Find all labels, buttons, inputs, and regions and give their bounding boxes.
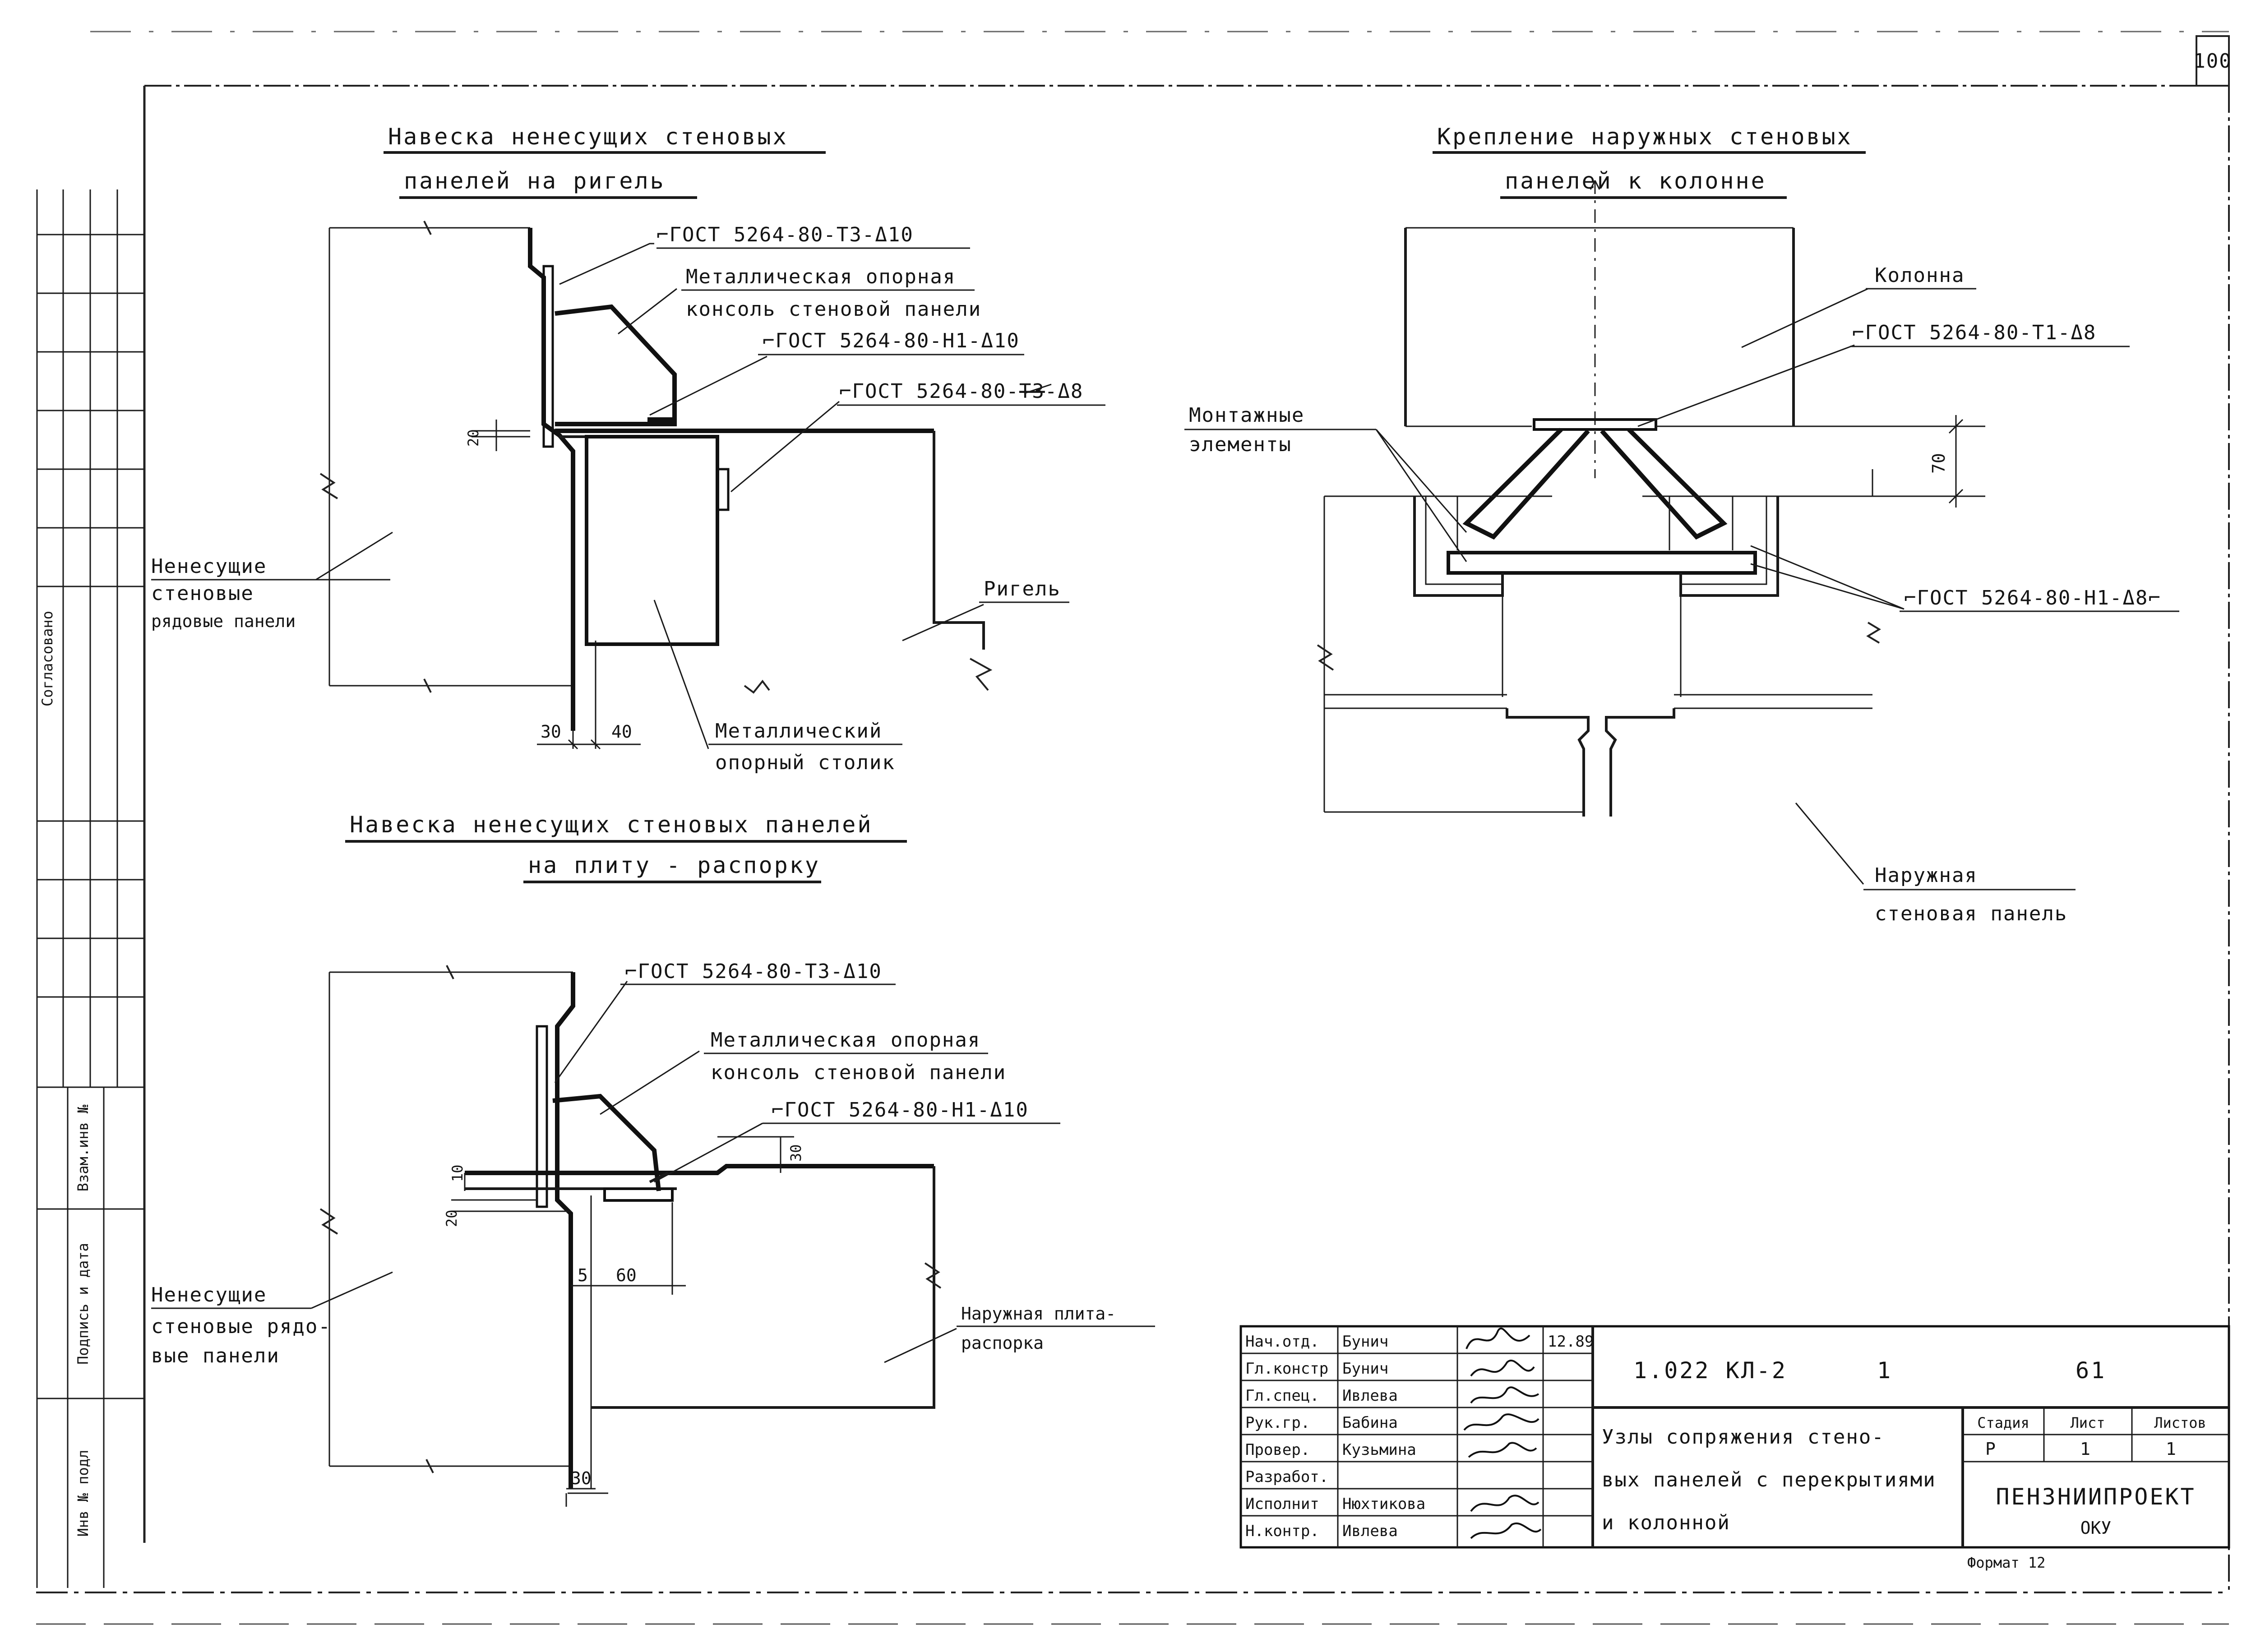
slab-console-1: Металлическая опорная xyxy=(711,1029,980,1052)
slab-slab-2: распорка xyxy=(961,1333,1044,1353)
agreement-strip: Согласовано Взам.инв № Подпись и дата Ин… xyxy=(36,189,144,1588)
stamp-signature-date: Подпись и дата xyxy=(74,1243,92,1365)
detail-column-title-2: панелей к колонне xyxy=(1505,168,1766,194)
detail-slab: Навеска ненесущих стеновых панелей на пл… xyxy=(151,812,1155,1507)
column-panel-1: Наружная xyxy=(1875,864,1978,887)
tb-name-0: Бунич xyxy=(1342,1333,1388,1351)
detail-slab-title-1: Навеска ненесущих стеновых панелей xyxy=(350,812,873,838)
tb-name-2: Ивлева xyxy=(1342,1387,1398,1405)
detail-column: Крепление наружных стеновых панелей к ко… xyxy=(1184,124,2179,925)
slab-panels-2: стеновые рядо- xyxy=(151,1315,331,1338)
tb-hdr-stage: Стадия xyxy=(1977,1414,2029,1431)
dim-column-70: 70 xyxy=(1929,453,1949,474)
tb-hdr-sheets: Листов xyxy=(2154,1414,2206,1431)
page-number: 100 xyxy=(2193,50,2232,73)
dim-slab-30-top: 30 xyxy=(787,1144,804,1162)
column-panel-2: стеновая панель xyxy=(1875,902,2067,925)
detail-slab-title-2: на плиту - распорку xyxy=(528,852,820,878)
title-block-rows: Нач.отд. Бунич Гл.констр Бунич Гл.спец. … xyxy=(1245,1333,1425,1540)
tb-stage: Р xyxy=(1985,1439,1996,1459)
rigel-panels-2: стеновые xyxy=(151,582,254,605)
slab-panels-3: вые панели xyxy=(151,1344,280,1367)
page-number-box xyxy=(2196,35,2230,87)
rigel-weld-mid: ⌐ГОСТ 5264-80-Н1-Δ10 xyxy=(763,329,1020,352)
slab-panels-1: Ненесущие xyxy=(151,1283,267,1306)
dim-rigel-40: 40 xyxy=(611,722,632,742)
dim-rigel-20: 20 xyxy=(465,429,482,447)
tb-role-5: Разработ. xyxy=(1245,1468,1328,1486)
column-weld-top: ⌐ГОСТ 5264-80-Т1-Δ8 xyxy=(1852,321,2096,344)
column-mounting-2: элементы xyxy=(1189,433,1292,456)
slab-weld-top: ⌐ГОСТ 5264-80-Т3-Δ10 xyxy=(625,960,882,983)
tb-date: 12.89 xyxy=(1548,1333,1594,1351)
slab-slab-1: Наружная плита- xyxy=(961,1304,1116,1324)
tb-role-3: Рук.гр. xyxy=(1245,1414,1310,1432)
rigel-weld-low: ⌐ГОСТ 5264-80-Т3-Δ8 xyxy=(839,380,1083,403)
tb-sheet: 1 xyxy=(2080,1439,2090,1459)
detail-rigel-title-1: Навеска ненесущих стеновых xyxy=(388,124,788,150)
tb-code: 1.022 КЛ-2 xyxy=(1633,1357,1787,1384)
dim-slab-10: 10 xyxy=(449,1164,466,1182)
rigel-panels-1: Ненесущие xyxy=(151,555,267,578)
rigel-weld-low-b: -Δ8 xyxy=(1045,380,1083,403)
column-weld-bot: ⌐ГОСТ 5264-80-Н1-Δ8⌐ xyxy=(1904,586,2161,609)
column-label: Колонна xyxy=(1875,264,1965,287)
detail-rigel-title-2: панелей на ригель xyxy=(404,168,666,194)
title-block: Нач.отд. Бунич Гл.констр Бунич Гл.спец. … xyxy=(1239,1325,2230,1549)
tb-role-4: Провер. xyxy=(1245,1441,1310,1459)
agreed-label: Согласовано xyxy=(39,611,56,706)
tb-org-2: ОКУ xyxy=(2080,1518,2112,1538)
stamp-replace-inv: Взам.инв № xyxy=(74,1104,92,1191)
rigel-label: Ригель xyxy=(984,577,1061,600)
sheet-frame: 100 xyxy=(36,31,2232,1625)
stamp-inv-original: Инв № подл xyxy=(74,1450,92,1537)
dim-slab-60: 60 xyxy=(616,1265,637,1285)
tb-hdr-sheet: Лист xyxy=(2070,1414,2105,1431)
detail-rigel: Навеска ненесущих стеновых панелей на ри… xyxy=(151,124,1105,774)
dim-slab-30-bot: 30 xyxy=(571,1468,592,1488)
rigel-weld-top: ⌐ГОСТ 5264-80-Т3-Δ10 xyxy=(656,223,914,246)
tb-name-4: Кузьмина xyxy=(1342,1441,1416,1459)
rigel-table-2: опорный столик xyxy=(715,751,895,774)
slab-weld-mid: ⌐ГОСТ 5264-80-Н1-Δ10 xyxy=(772,1098,1029,1121)
tb-name-3: Бабина xyxy=(1342,1414,1398,1432)
detail-column-title-1: Крепление наружных стеновых xyxy=(1437,124,1853,150)
tb-org-1: ПЕНЗНИИПРОЕКТ xyxy=(1996,1484,2196,1510)
dim-slab-5: 5 xyxy=(578,1265,588,1285)
rigel-table-1: Металлический xyxy=(715,720,882,743)
tb-desc-2: вых панелей с перекрытиями xyxy=(1602,1468,1936,1491)
tb-name-1: Бунич xyxy=(1342,1360,1388,1378)
dim-slab-20: 20 xyxy=(443,1209,460,1227)
tb-role-7: Н.контр. xyxy=(1245,1522,1319,1540)
slab-console-2: консоль стеновой панели xyxy=(711,1061,1006,1084)
tb-issue: 1 xyxy=(1877,1357,1892,1384)
rigel-weld-low-a: ⌐ГОСТ 5264-80- xyxy=(839,380,1019,403)
tb-name-7: Ивлева xyxy=(1342,1522,1398,1540)
format-label: Формат 12 xyxy=(1967,1554,2045,1571)
rigel-console-2: консоль стеновой панели xyxy=(686,298,981,321)
tb-role-1: Гл.констр xyxy=(1245,1360,1328,1378)
tb-role-0: Нач.отд. xyxy=(1245,1333,1319,1351)
signatures xyxy=(1463,1327,1542,1539)
tb-desc-1: Узлы сопряжения стено- xyxy=(1602,1426,1885,1449)
column-mounting-1: Монтажные xyxy=(1189,404,1304,427)
rigel-console-1: Металлическая опорная xyxy=(686,265,956,288)
tb-role-2: Гл.спец. xyxy=(1245,1387,1319,1405)
tb-sheets: 1 xyxy=(2166,1439,2176,1459)
dim-rigel-30: 30 xyxy=(541,722,561,742)
tb-desc-3: и колонной xyxy=(1602,1511,1730,1534)
tb-sheet-code: 61 xyxy=(2076,1357,2106,1384)
tb-role-6: Исполнит xyxy=(1245,1495,1319,1513)
rigel-panels-3: рядовые панели xyxy=(151,611,296,631)
tb-name-6: Нюхтикова xyxy=(1342,1495,1425,1513)
